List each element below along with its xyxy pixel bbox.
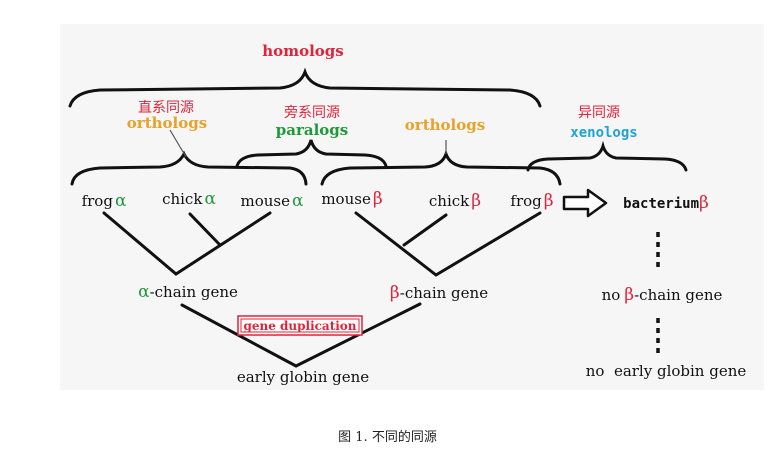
diagram-background [60,24,764,390]
alpha-tree [102,211,272,276]
orthologs-right-label: orthologs [405,116,485,134]
xenologs-brace [526,140,688,172]
species-bacterium-beta: bacteriumβ [623,193,709,213]
alpha-chain-gene-label: α-chain gene [138,282,238,302]
early-globin-gene-label: early globin gene [237,368,369,386]
xenologs-label: xenologs [570,125,637,141]
cn-orthologs-label: 直系同源 [138,99,194,116]
beta-tree [354,211,542,277]
homologs-brace [68,67,542,108]
no-early-globin-gene-label: no early globin gene [586,362,747,380]
hollow-arrow-icon [562,188,608,218]
beta-chain-gene-label: β-chain gene [390,283,488,303]
cn-xenologs-label: 异同源 [578,105,620,121]
duplication-tree [180,302,422,368]
gene-duplication-box-inner [240,318,360,333]
orthologs-right-brace [320,149,562,186]
paralogs-brace [235,139,388,168]
paralogs-label: paralogs [276,121,348,139]
orthologs-left-label: orthologs [127,114,207,132]
cn-paralogs-label: 旁系同源 [284,104,340,121]
orthologs-left-brace [70,150,308,186]
gene-duplication-label: gene duplication [243,319,356,333]
figure-caption: 图 1. 不同的同源 [338,430,437,445]
orthologs-pointer-line [169,129,187,158]
homologs-label: homologs [262,42,343,60]
